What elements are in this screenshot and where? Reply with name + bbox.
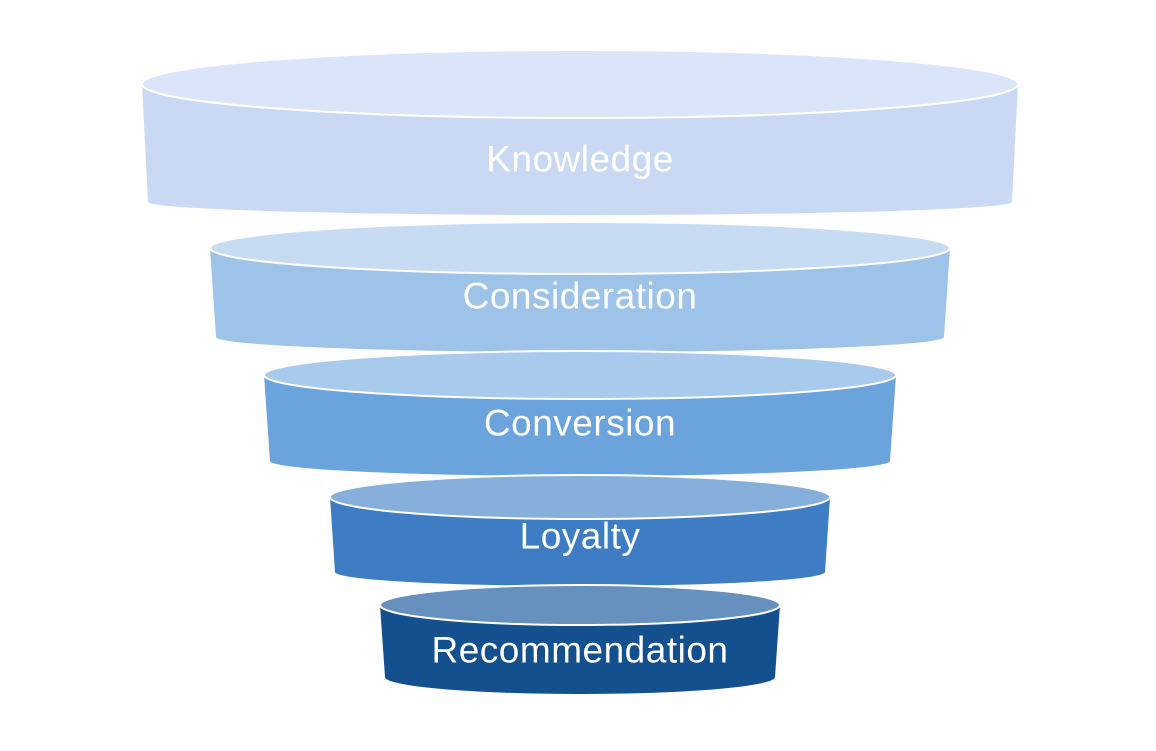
funnel-stage-label-knowledge: Knowledge	[486, 139, 674, 180]
funnel-stage-top-conversion	[263, 350, 897, 400]
funnel-stage-label-consideration: Consideration	[463, 276, 698, 317]
funnel-stage-body-knowledge	[142, 84, 1018, 215]
funnel-stage-top-consideration	[209, 221, 951, 275]
funnel-stage-body-loyalty	[330, 497, 830, 586]
funnel-stage-top-knowledge	[141, 49, 1019, 119]
funnel-stage-top-recommendation	[379, 584, 781, 626]
funnel-stage-top-loyalty	[329, 474, 831, 520]
funnel-stage-body-conversion	[264, 375, 896, 476]
funnel-stage-consideration: Consideration	[209, 221, 951, 352]
funnel-stage-label-loyalty: Loyalty	[520, 516, 641, 557]
funnel-stage-body-recommendation	[380, 605, 780, 694]
funnel-stage-label-recommendation: Recommendation	[432, 630, 729, 671]
funnel-stage-body-consideration	[210, 248, 950, 352]
funnel-stage-recommendation: Recommendation	[379, 584, 781, 694]
funnel-stage-conversion: Conversion	[263, 350, 897, 476]
funnel-stage-label-conversion: Conversion	[484, 403, 676, 444]
funnel-stage-knowledge: Knowledge	[141, 49, 1019, 215]
funnel-stage-loyalty: Loyalty	[329, 474, 831, 586]
